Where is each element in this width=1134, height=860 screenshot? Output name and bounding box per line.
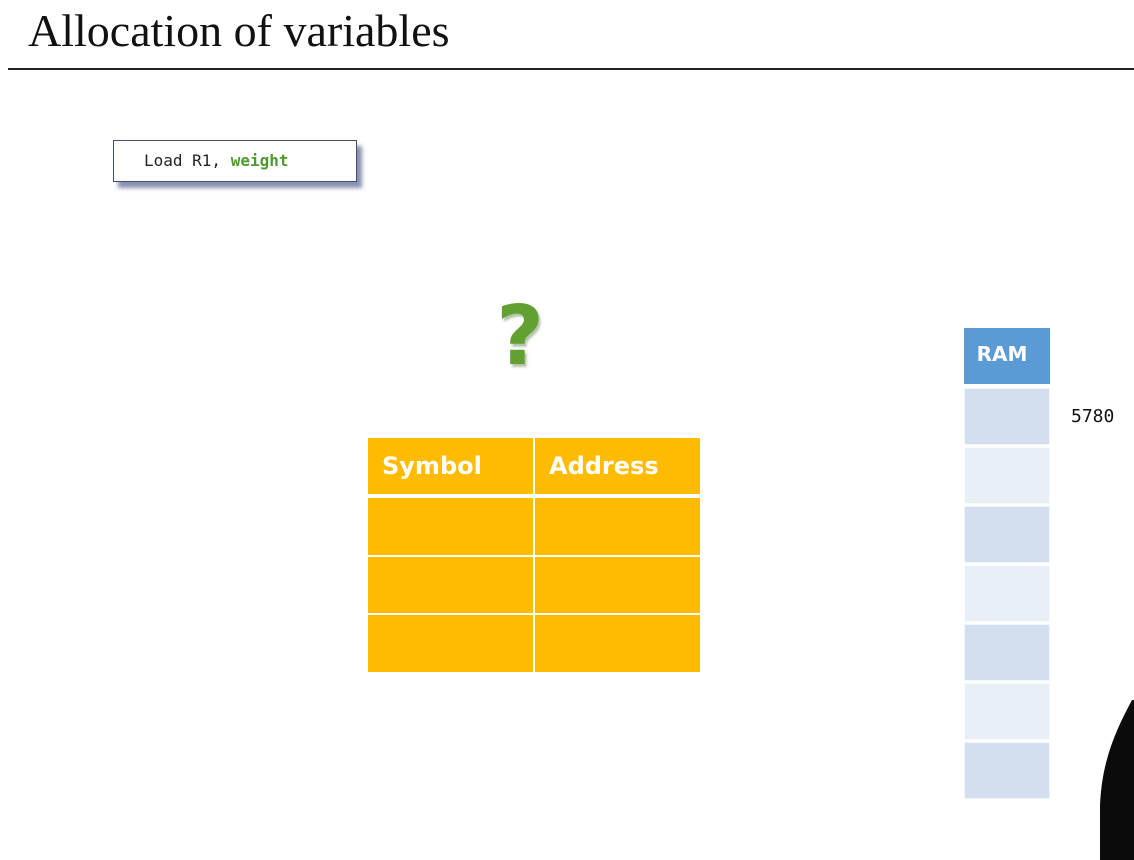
table-row [368,495,700,556]
address-cell [534,495,700,556]
ram-cell [964,565,1050,622]
ram-cell [964,624,1050,681]
address-column-header: Address [534,438,700,498]
symbol-cell [368,613,535,672]
address-cell [534,554,700,615]
address-cell [534,613,700,672]
ram-address-label: 5780 [1071,406,1115,427]
question-mark-icon: ? [496,289,544,384]
symbol-column-header: Symbol [368,438,535,498]
code-instruction: Load R1, [144,151,222,170]
symbol-table-header-row: Symbol Address [368,438,700,498]
presenter-silhouette [1100,700,1134,860]
table-row [368,613,700,672]
table-row [368,554,700,615]
ram-cell [964,388,1050,445]
code-instruction-box: Load R1, weight [113,140,357,182]
ram-header: RAM [964,328,1050,384]
ram-cell [964,506,1050,563]
ram-cell [964,683,1050,740]
symbol-cell [368,554,535,615]
code-variable: weight [230,151,289,170]
ram-cell [964,447,1050,504]
title-divider [8,68,1134,70]
ram-cell [964,742,1050,799]
symbol-cell [368,495,535,556]
symbol-table: Symbol Address [368,438,700,672]
slide-title: Allocation of variables [28,5,450,56]
